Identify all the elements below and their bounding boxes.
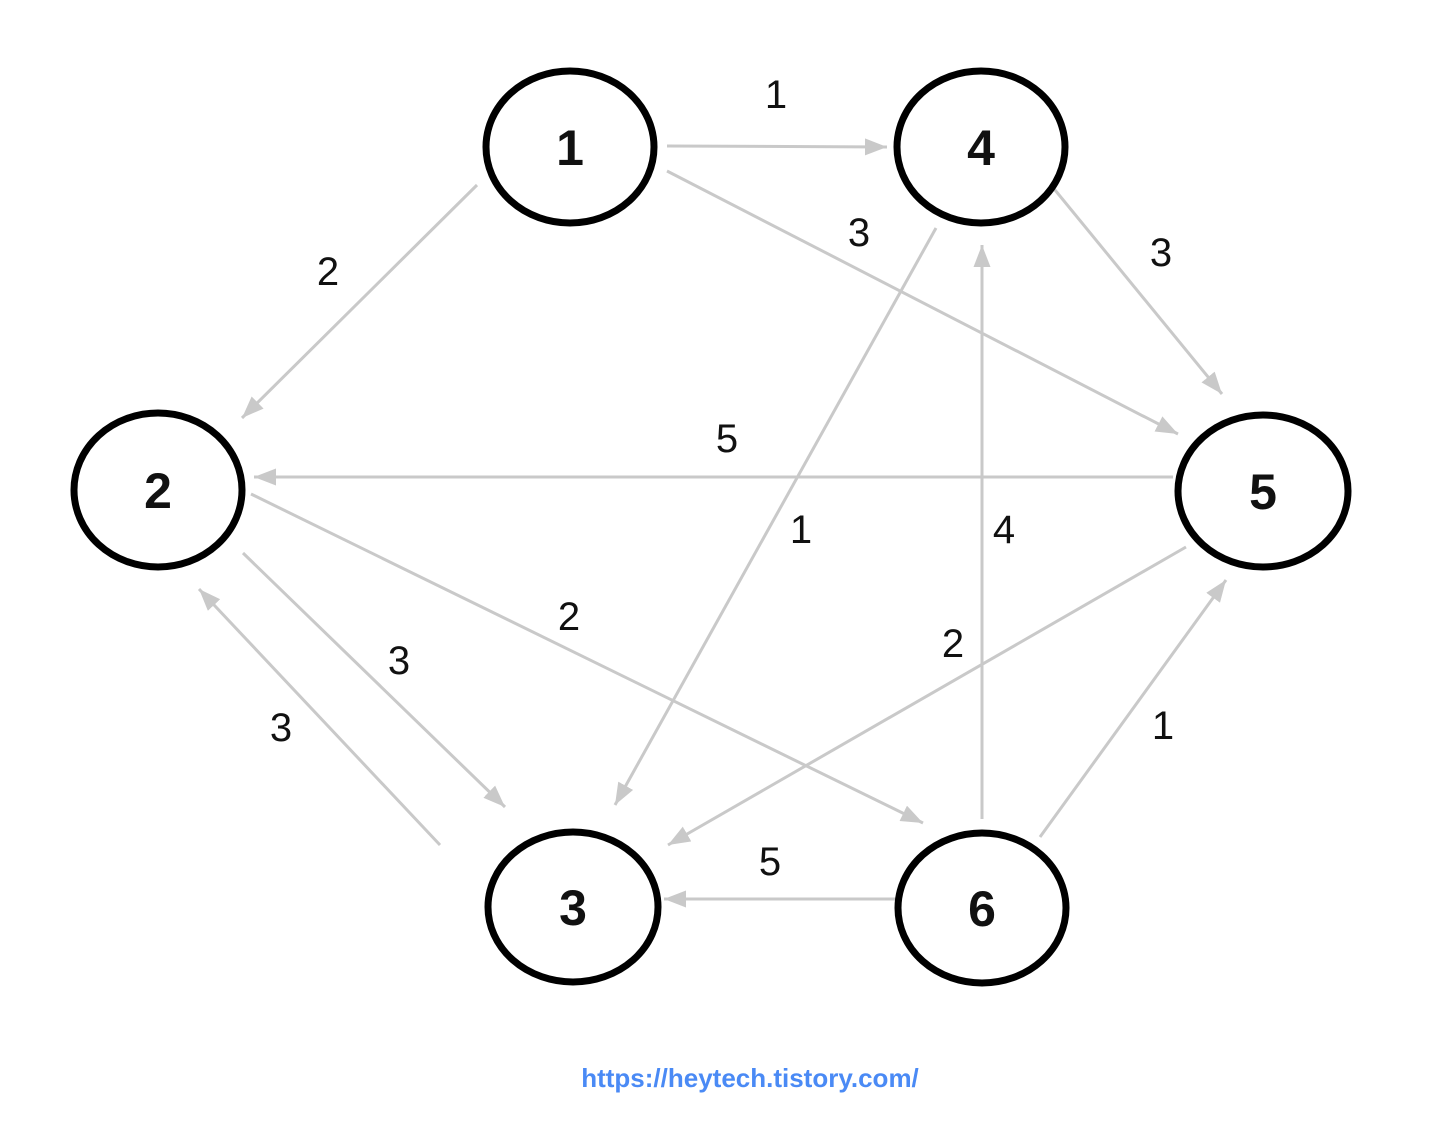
edge-4-5: 3 xyxy=(1035,167,1224,395)
edge-6-5: 1 xyxy=(1038,579,1228,838)
edge-weight-6-5: 1 xyxy=(1152,704,1174,748)
edge-line-5-3 xyxy=(667,545,1187,847)
edge-weight-6-4: 4 xyxy=(993,508,1015,552)
edge-6-4: 4 xyxy=(973,245,1015,819)
node-2-circle xyxy=(70,409,246,571)
edge-line-2-6 xyxy=(250,492,924,825)
node-1-circle xyxy=(482,67,658,227)
edge-1-2: 2 xyxy=(240,183,479,420)
node-1: 1 xyxy=(482,67,658,227)
edge-weight-4-5: 3 xyxy=(1150,231,1172,275)
edge-weight-1-5: 3 xyxy=(848,211,870,255)
edge-2-6: 2 xyxy=(250,492,924,825)
edge-line-2-3 xyxy=(241,551,507,809)
edge-weight-5-2: 5 xyxy=(716,417,738,461)
edge-4-3: 1 xyxy=(613,227,938,806)
edge-line-1-4 xyxy=(666,138,888,156)
edge-2-3: 3 xyxy=(241,551,507,809)
node-6: 6 xyxy=(894,829,1070,987)
edge-line-4-3 xyxy=(613,227,938,806)
edge-weight-4-3: 1 xyxy=(790,508,812,552)
edge-weight-3-2: 3 xyxy=(270,706,292,750)
edge-3-2: 3 xyxy=(197,587,442,847)
edge-5-2: 5 xyxy=(254,417,1173,486)
edge-1-5: 3 xyxy=(666,169,1179,436)
edge-line-1-5 xyxy=(666,169,1179,436)
node-5-label: 5 xyxy=(1249,464,1277,520)
edge-weight-5-3: 2 xyxy=(942,622,964,666)
edge-line-4-5 xyxy=(1035,167,1224,395)
node-2-label: 2 xyxy=(144,463,172,519)
edge-6-3: 5 xyxy=(664,840,900,908)
edge-weight-2-3: 3 xyxy=(388,639,410,683)
node-3-circle xyxy=(484,828,662,986)
node-4-label: 4 xyxy=(967,120,995,176)
node-2: 2 xyxy=(70,409,246,571)
edge-5-3: 2 xyxy=(667,545,1187,847)
edge-1-4: 1 xyxy=(666,73,888,156)
edge-weight-6-3: 5 xyxy=(759,840,781,884)
edge-line-3-2 xyxy=(197,587,442,847)
node-6-label: 6 xyxy=(968,881,996,937)
node-4-circle xyxy=(893,67,1069,227)
node-5-circle xyxy=(1174,411,1352,571)
edge-line-6-5 xyxy=(1038,579,1228,838)
node-3-label: 3 xyxy=(559,880,587,936)
edge-weight-1-4: 1 xyxy=(765,73,787,117)
node-1-label: 1 xyxy=(556,120,584,176)
node-3: 3 xyxy=(484,828,662,986)
footer-link[interactable]: https://heytech.tistory.com/ xyxy=(581,1063,919,1093)
edge-weight-1-2: 2 xyxy=(317,250,339,294)
node-5: 5 xyxy=(1174,411,1352,571)
node-4: 4 xyxy=(893,67,1069,227)
edge-weight-2-6: 2 xyxy=(558,595,580,639)
node-6-circle xyxy=(894,829,1070,987)
edge-line-1-2 xyxy=(240,183,479,420)
